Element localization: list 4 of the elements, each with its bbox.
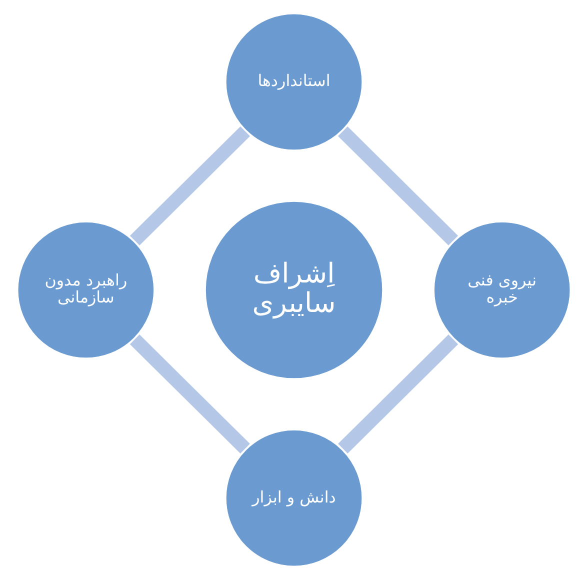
connector (130, 126, 250, 246)
connector (338, 126, 458, 246)
connector (130, 334, 250, 454)
connector (338, 334, 458, 454)
